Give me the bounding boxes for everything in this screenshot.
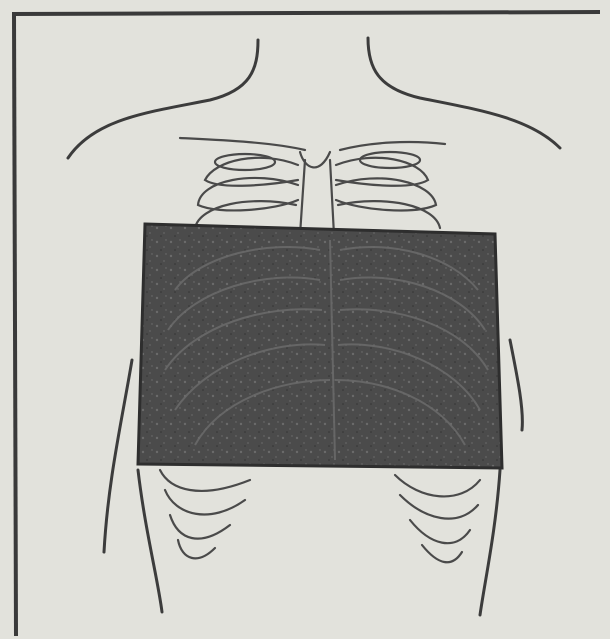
rib-bandage (138, 224, 502, 468)
